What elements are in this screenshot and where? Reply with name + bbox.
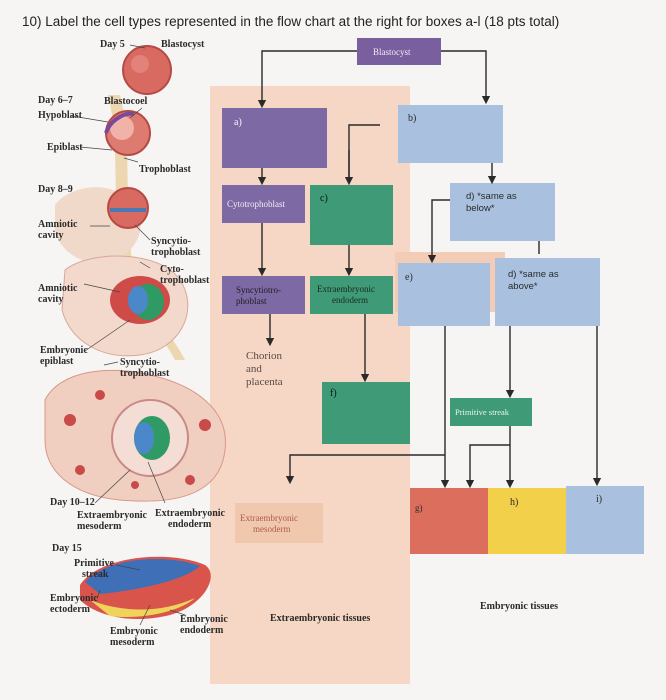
label-extra-endo-b: endoderm: [168, 519, 212, 530]
label-extra-endo-a: Extraembryonic: [155, 508, 225, 519]
label-embryonic-endoderm-a: Embryonic: [180, 614, 228, 625]
extraembryonic-endoderm-label-a: Extraembryonic: [317, 284, 375, 294]
box-g-label: g): [415, 503, 423, 513]
question-text: 10) Label the cell types represented in …: [22, 14, 560, 29]
label-day8-9: Day 8–9: [38, 184, 73, 195]
box-i: [566, 486, 644, 554]
box-d-bottom: [495, 258, 600, 326]
box-d-top-label-a: d) *same as: [466, 191, 517, 202]
box-h-label: h): [510, 497, 519, 508]
label-epiblast: Epiblast: [47, 142, 83, 153]
label-trophoblast: Trophoblast: [139, 164, 191, 175]
label-amniotic-cavity-2b: cavity: [38, 294, 64, 305]
label-hypoblast: Hypoblast: [38, 110, 82, 121]
label-amniotic-cavity-1b: cavity: [38, 230, 64, 241]
box-e: [398, 263, 490, 326]
syncytiotrophoblast-label-b: phoblast: [236, 296, 267, 306]
label-syncytio-1a: Syncytio-: [151, 236, 191, 247]
box-a-label: a): [234, 117, 242, 128]
chorion-label-b: and: [246, 363, 262, 375]
label-blastocoel: Blastocoel: [104, 96, 148, 107]
label-extra-meso-b: mesoderm: [77, 521, 122, 532]
blastocyst-box: [357, 38, 441, 65]
primitive-streak-box: [450, 398, 532, 426]
label-primitive-streak-b: streak: [82, 569, 109, 580]
extraembryonic-endoderm-label-b: endoderm: [332, 295, 368, 305]
day15-disc-drawing: [80, 556, 211, 620]
label-embryonic-epiblast-b: epiblast: [40, 356, 74, 367]
label-amniotic-cavity-2a: Amniotic: [38, 283, 78, 294]
day8-9-drawing: [55, 187, 149, 264]
box-d-bottom-label-b: above*: [508, 281, 538, 292]
extraembryonic-mesoderm-label-b: mesoderm: [253, 524, 291, 534]
box-h: [488, 488, 566, 554]
box-a: [222, 108, 327, 168]
day6-7-blastocyst-drawing: [104, 110, 151, 156]
box-c-label: c): [320, 193, 328, 204]
label-embryonic-epiblast-a: Embryonic: [40, 345, 88, 356]
cytotrophoblast-label: Cytotrophoblast: [227, 199, 285, 209]
label-day5: Day 5: [100, 39, 125, 50]
label-embryonic-ectoderm-a: Embryonic: [50, 593, 98, 604]
box-i-label: i): [596, 494, 603, 505]
extraembryonic-endoderm-box: [310, 276, 393, 314]
label-amniotic-cavity-1a: Amniotic: [38, 219, 78, 230]
syncytiotrophoblast-box: [222, 276, 305, 314]
extraembryonic-tissues-label: Extraembryonic tissues: [270, 613, 371, 624]
label-syncytio-2b: trophoblast: [120, 368, 170, 379]
box-d-top-label-b: below*: [466, 203, 495, 214]
extraembryonic-mesoderm-box: [235, 503, 323, 543]
label-embryonic-endoderm-b: endoderm: [180, 625, 224, 636]
box-f-label: f): [330, 388, 337, 399]
label-embryonic-mesoderm-b: mesoderm: [110, 637, 155, 648]
syncytiotrophoblast-label-a: Syncytiotro-: [236, 285, 281, 295]
box-g: [410, 488, 488, 554]
label-cyto-1a: Cyto-: [160, 264, 184, 275]
label-day6-7: Day 6–7: [38, 95, 73, 106]
day5-blastocyst-drawing: [122, 45, 172, 95]
label-day15: Day 15: [52, 543, 82, 554]
label-primitive-streak-a: Primitive: [74, 558, 114, 569]
label-blastocyst: Blastocyst: [161, 39, 205, 50]
box-c: [310, 185, 393, 245]
blastocyst-box-label: Blastocyst: [373, 47, 411, 57]
label-extra-meso-a: Extraembryonic: [77, 510, 147, 521]
label-syncytio-2a: Syncytio-: [120, 357, 160, 368]
day10-12-drawing: [44, 369, 226, 502]
chorion-label-c: placenta: [246, 376, 283, 388]
primitive-streak-label: Primitive streak: [455, 407, 510, 417]
box-f: [322, 382, 410, 444]
label-day10-12: Day 10–12: [50, 497, 95, 508]
label-embryonic-ectoderm-b: ectoderm: [50, 604, 90, 615]
implanted-embryo-drawing: [61, 255, 189, 357]
box-e-label: e): [405, 272, 413, 283]
box-d-top: [450, 183, 555, 241]
extraembryonic-mesoderm-label-a: Extraembryonic: [240, 513, 298, 523]
label-syncytio-1b: trophoblast: [151, 247, 201, 258]
cytotrophoblast-box: [222, 185, 305, 223]
box-b-label: b): [408, 113, 417, 124]
chorion-label-a: Chorion: [246, 350, 283, 362]
box-d-bottom-label-a: d) *same as: [508, 269, 559, 280]
embryonic-tissues-label: Embryonic tissues: [480, 601, 559, 612]
label-embryonic-mesoderm-a: Embryonic: [110, 626, 158, 637]
label-cyto-1b: trophoblast: [160, 275, 210, 286]
box-b: [398, 105, 503, 163]
